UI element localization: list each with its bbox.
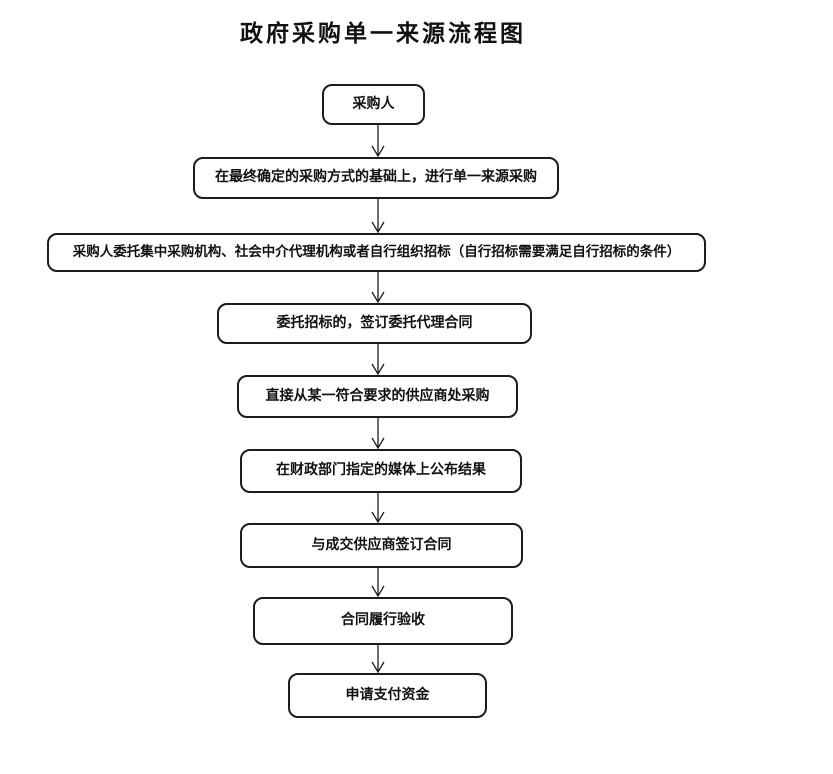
node-apply-for-payment: 申请支付资金 [288,673,487,718]
node-publish-result-on-designated-media: 在财政部门指定的媒体上公布结果 [240,449,522,493]
arrow-down-icon [370,645,386,673]
node-purchase-from-qualified-supplier: 直接从某一符合要求的供应商处采购 [237,375,518,418]
node-contract-performance-acceptance: 合同履行验收 [253,597,513,645]
arrow-down-icon [370,199,386,233]
arrow-down-icon [370,125,386,157]
node-entrust-agency-or-self-bidding: 采购人委托集中采购机构、社会中介代理机构或者自行组织招标（自行招标需要满足自行招… [47,233,706,272]
page-title: 政府采购单一来源流程图 [240,20,526,47]
arrow-down-icon [370,568,386,597]
arrow-down-icon [370,493,386,523]
node-single-source-basis: 在最终确定的采购方式的基础上，进行单一来源采购 [193,157,559,199]
node-purchaser: 采购人 [322,84,425,125]
arrow-down-icon [370,344,386,375]
node-sign-agency-contract: 委托招标的，签订委托代理合同 [217,303,532,344]
node-sign-contract-with-winning-supplier: 与成交供应商签订合同 [240,523,523,568]
arrow-down-icon [370,418,386,449]
arrow-down-icon [370,272,386,303]
